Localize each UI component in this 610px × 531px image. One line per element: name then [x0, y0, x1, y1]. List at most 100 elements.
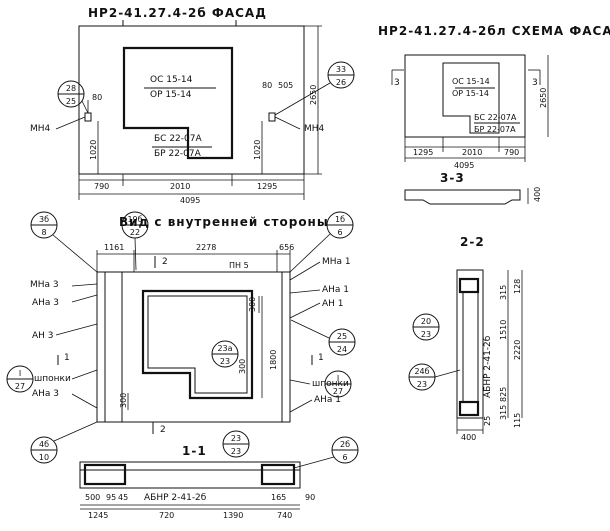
svg-text:500: 500	[85, 493, 100, 502]
svg-text:790: 790	[94, 182, 109, 191]
inner-mark-2-top: 2	[162, 257, 168, 267]
scheme-opening	[442, 62, 500, 134]
svg-text:БС 22-07А: БС 22-07А	[474, 113, 517, 122]
svg-text:3б: 3б	[39, 215, 49, 224]
svg-text:23: 23	[220, 357, 230, 366]
svg-text:4б: 4б	[39, 440, 49, 449]
scheme-title: НР2-41.27.4-2бл СХЕМА ФАСАДА	[378, 24, 610, 38]
inner-mark-2-bottom: 2	[160, 425, 166, 435]
facade-tag-left: МН4	[30, 124, 51, 134]
svg-text:165: 165	[271, 493, 286, 502]
svg-text:6: 6	[342, 453, 347, 462]
svg-text:656: 656	[279, 243, 294, 252]
section-3-3: 3-3 400	[404, 171, 542, 205]
scheme-panel-outline	[404, 54, 526, 138]
svg-text:23: 23	[231, 434, 241, 443]
svg-text:300: 300	[119, 393, 128, 408]
svg-text:90: 90	[305, 493, 315, 502]
svg-text:1295: 1295	[257, 182, 277, 191]
svg-text:300: 300	[248, 297, 257, 312]
inner-panel-outline	[96, 271, 291, 423]
facade-title: НР2-41.27.4-2б ФАСАД	[88, 6, 267, 20]
svg-text:720: 720	[159, 511, 174, 520]
section-3-3-profile	[404, 189, 521, 205]
svg-text:25: 25	[337, 332, 347, 341]
svg-text:1295: 1295	[413, 148, 433, 157]
svg-text:23: 23	[417, 380, 427, 389]
svg-text:23: 23	[421, 330, 431, 339]
svg-text:АНа 1: АНа 1	[322, 285, 349, 295]
inner-opening-inner	[147, 295, 248, 394]
inner-mark-1-right: 1	[318, 353, 324, 363]
svg-text:27: 27	[333, 387, 343, 396]
inner-mark-1-left: 1	[64, 353, 70, 363]
svg-text:24: 24	[337, 345, 347, 354]
section-1-1-title: 1-1	[182, 444, 207, 458]
svg-text:АНа 3: АНа 3	[32, 298, 59, 308]
svg-text:ОР 15-14: ОР 15-14	[452, 89, 489, 98]
svg-text:28: 28	[66, 84, 76, 93]
svg-text:I: I	[337, 374, 339, 383]
svg-text:128: 128	[513, 279, 522, 294]
svg-text:4095: 4095	[454, 161, 474, 170]
svg-text:19б: 19б	[127, 215, 142, 224]
svg-text:24б: 24б	[414, 367, 429, 376]
facade-anchor-left	[84, 112, 92, 122]
svg-text:АН 1: АН 1	[322, 299, 344, 309]
svg-text:825: 825	[499, 387, 508, 402]
svg-text:26: 26	[336, 78, 346, 87]
svg-text:МНа 3: МНа 3	[30, 280, 59, 290]
svg-text:МНа 1: МНа 1	[322, 257, 351, 267]
facade-opening-top-2: ОР 15-14	[150, 90, 192, 100]
facade-opening	[122, 46, 234, 160]
inner-opening-outer	[141, 289, 254, 400]
inner-view: Вид с внутренней стороны 1161 2278 656 П…	[6, 211, 356, 464]
svg-text:шпонки: шпонки	[34, 374, 71, 384]
svg-text:4095: 4095	[180, 196, 200, 205]
section-1-1: 1-1 23 23 2б 6 АБНР 2-41-2б 500 95 45 16…	[79, 430, 359, 520]
facade-opening-bot-1: БС 22-07А	[154, 134, 202, 144]
scheme-section-mark-right: 3	[532, 78, 538, 88]
svg-text:95: 95	[106, 493, 116, 502]
svg-text:2б: 2б	[340, 440, 350, 449]
svg-text:400: 400	[533, 187, 542, 202]
svg-text:1510: 1510	[499, 320, 508, 340]
facade-scheme: НР2-41.27.4-2бл СХЕМА ФАСАДА ОС 15-14 ОР…	[378, 24, 610, 170]
facade-tag-right: МН4	[304, 124, 325, 134]
svg-text:2650: 2650	[309, 85, 318, 105]
svg-text:1020: 1020	[89, 140, 98, 160]
svg-text:2278: 2278	[196, 243, 216, 252]
facade-view: НР2-41.27.4-2б ФАСАД ОС 15-14 ОР 15-14 Б…	[30, 6, 355, 205]
svg-text:2010: 2010	[462, 148, 482, 157]
svg-text:2650: 2650	[539, 88, 548, 108]
section-1-1-label: АБНР 2-41-2б	[144, 493, 207, 503]
section-1-1-profile	[79, 461, 301, 489]
svg-text:25: 25	[66, 97, 76, 106]
svg-text:I: I	[19, 369, 21, 378]
inner-title: Вид с внутренней стороны	[119, 215, 329, 229]
svg-text:1161: 1161	[104, 243, 124, 252]
svg-text:80: 80	[262, 81, 272, 90]
facade-opening-top-1: ОС 15-14	[150, 75, 193, 85]
svg-text:АНа 1: АНа 1	[314, 395, 341, 405]
svg-text:БР 22-07А: БР 22-07А	[474, 125, 516, 134]
facade-anchor-right	[268, 112, 276, 122]
svg-text:505: 505	[278, 81, 293, 90]
svg-text:АНа 3: АНа 3	[32, 389, 59, 399]
facade-panel-outline	[78, 25, 305, 175]
svg-text:23: 23	[231, 447, 241, 456]
svg-text:400: 400	[461, 433, 476, 442]
svg-text:790: 790	[504, 148, 519, 157]
svg-text:25: 25	[483, 416, 492, 426]
svg-text:2010: 2010	[170, 182, 190, 191]
scheme-section-mark-left: 3	[394, 78, 400, 88]
svg-text:2220: 2220	[513, 340, 522, 360]
svg-text:80: 80	[92, 93, 102, 102]
svg-text:45: 45	[118, 493, 128, 502]
svg-text:1245: 1245	[88, 511, 108, 520]
section-2-2: 2-2 АБНР 2-41-2б 20 23 24б 23 128 315 15…	[408, 235, 523, 442]
svg-text:1390: 1390	[223, 511, 243, 520]
facade-opening-bot-2: БР 22-07А	[154, 149, 202, 159]
svg-text:8: 8	[41, 228, 46, 237]
